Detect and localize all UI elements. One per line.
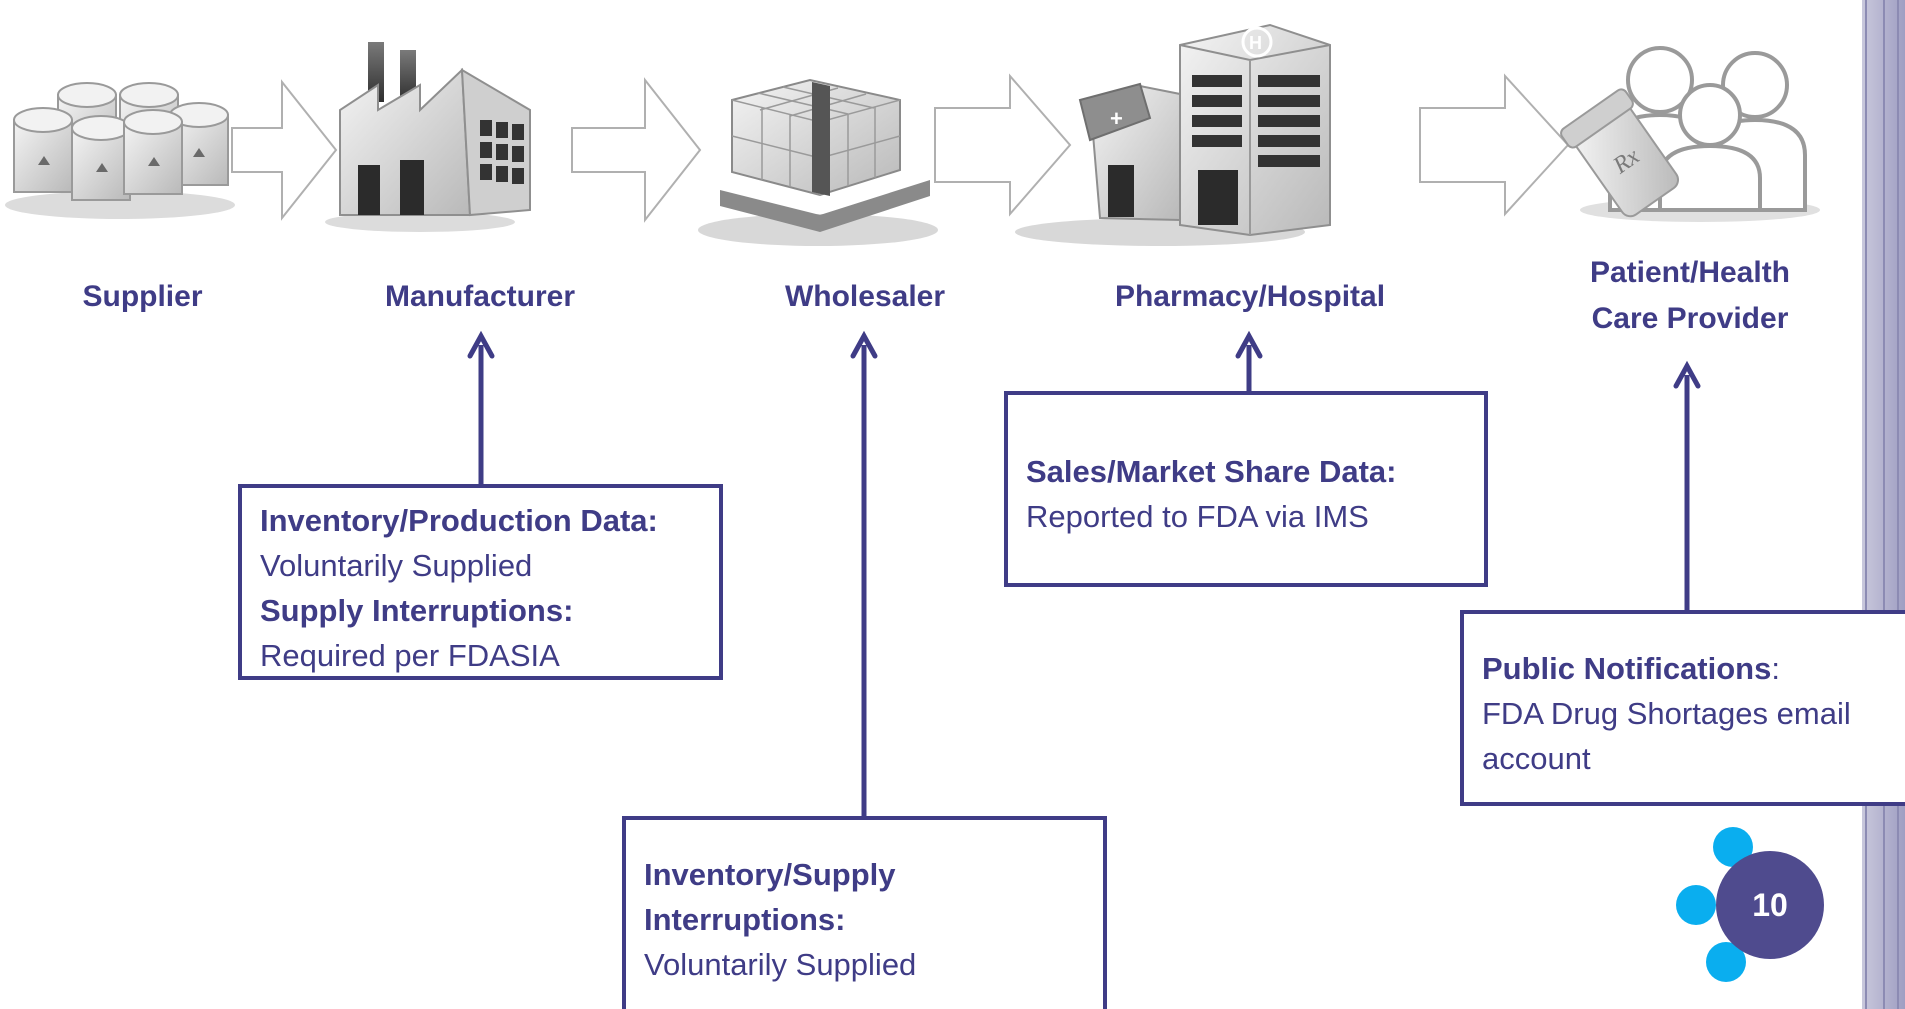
connector-pharmacy (1235, 330, 1263, 393)
stage-label-patient-line2: Care Provider (1591, 302, 1789, 335)
flow-arrow-1 (231, 79, 338, 221)
manufacturer-head-inventory: Inventory/Production Data: (260, 503, 658, 538)
flow-arrow-4 (1419, 73, 1570, 217)
stage-label-supplier: Supplier (82, 280, 203, 313)
patients-rx-icon: Rx (1560, 46, 1820, 222)
svg-text:+: + (1110, 106, 1123, 131)
manufacturer-text-inventory: Voluntarily Supplied (260, 548, 533, 583)
page-number-badge (1676, 827, 1824, 982)
patient-head-row: Public Notifications: (1482, 646, 1905, 691)
connector-wholesaler (850, 330, 878, 818)
pharmacy-text: Reported to FDA via IMS (1026, 499, 1369, 534)
info-box-wholesaler: Inventory/Supply Interruptions: Voluntar… (622, 816, 1107, 1009)
flow-arrow-2 (571, 77, 702, 223)
svg-text:H: H (1249, 33, 1262, 53)
pallet-boxes-icon (698, 78, 938, 246)
stage-label-manufacturer: Manufacturer (384, 280, 576, 313)
connector-patient (1673, 360, 1701, 612)
patient-head: Public Notifications (1482, 651, 1772, 686)
patient-text-line1: FDA Drug Shortages email (1482, 696, 1851, 731)
barrels-icon (5, 82, 235, 219)
wholesaler-text: Voluntarily Supplied (644, 947, 917, 982)
info-box-manufacturer: Inventory/Production Data: Voluntarily S… (238, 484, 723, 680)
stage-label-pharmacy-hospital: Pharmacy/Hospital (1114, 280, 1386, 313)
stage-label-patient-provider: Patient/Health Care Provider (1545, 250, 1835, 342)
manufacturer-head-interruptions: Supply Interruptions: (260, 593, 574, 628)
wholesaler-head-line1: Inventory/Supply (644, 857, 896, 892)
factory-icon (325, 42, 531, 232)
page-number: 10 (1752, 887, 1788, 923)
connector-manufacturer (467, 330, 495, 484)
flow-arrow-3 (934, 73, 1072, 217)
wholesaler-head-line2: Interruptions: (644, 902, 846, 937)
pharmacy-head: Sales/Market Share Data: (1026, 454, 1397, 489)
info-box-patient: Public Notifications: FDA Drug Shortages… (1460, 610, 1905, 806)
stage-label-wholesaler: Wholesaler (784, 280, 946, 313)
info-box-pharmacy: Sales/Market Share Data: Reported to FDA… (1004, 391, 1488, 587)
pharmacy-hospital-icon: + H (1015, 23, 1331, 246)
manufacturer-text-interruptions: Required per FDASIA (260, 638, 560, 673)
patient-head-colon: : (1771, 651, 1780, 686)
right-sidebar (1862, 0, 1905, 1009)
patient-text-line2: account (1482, 741, 1591, 776)
stage-label-patient-line1: Patient/Health (1589, 256, 1791, 289)
